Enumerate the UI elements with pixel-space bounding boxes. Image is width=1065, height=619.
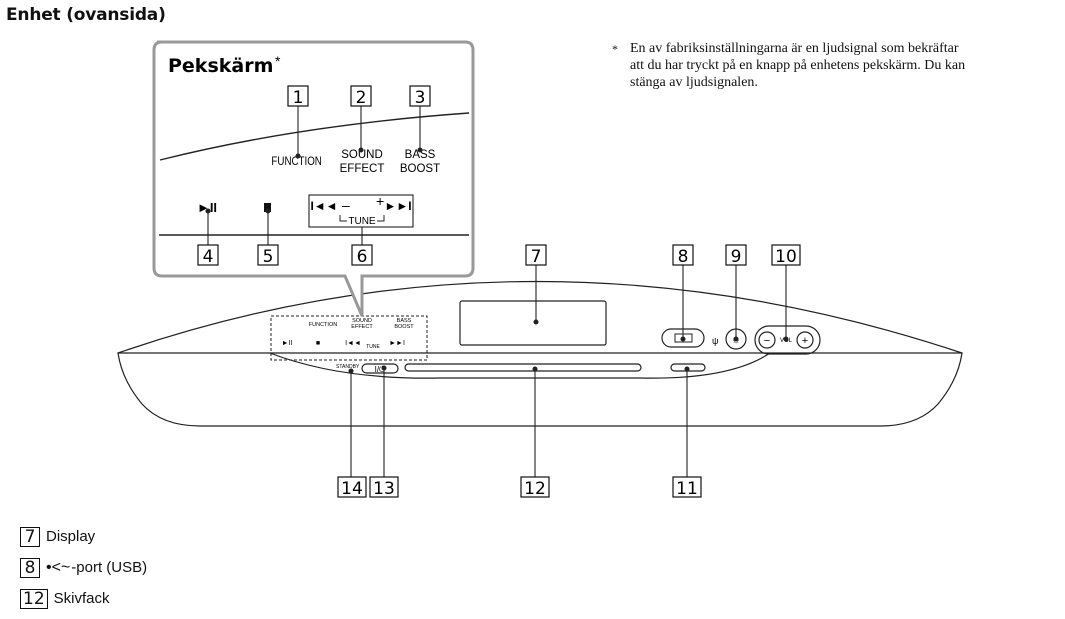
device-touch-panel [270,315,428,361]
svg-text:11: 11 [676,479,698,499]
inset-next-icon[interactable]: ►►I [384,199,411,213]
svg-text:4: 4 [203,247,214,267]
callout-8: 8 [672,244,694,267]
svg-text:6: 6 [357,247,368,267]
callout-9: 9 [725,244,747,267]
callout-boxes: 1 2 3 4 5 6 7 8 9 10 11 12 13 14 [197,85,801,499]
callout-2: 2 [350,85,372,108]
disc-slot[interactable] [404,363,642,372]
inset-tune-bracket [339,215,385,222]
legend-number: 8 [20,557,40,578]
minus-icon: − [764,335,770,347]
power-button[interactable] [361,363,399,374]
section-title: Enhet (ovansida) [6,5,166,25]
volume-plus-button[interactable] [796,331,814,349]
device-top-diagram: I/⏻ STANDBY FUNCTION SOUND EFFECT BASS B… [117,40,963,499]
inset-prev-icon[interactable]: I◄◄ [310,199,337,213]
legend-item-disc-slot: 12 Skivfack [20,583,147,614]
callout-5: 5 [257,244,279,267]
device-function-label: FUNCTION [309,322,337,328]
callout-14: 14 [337,476,367,499]
inset-bass-label: BASS [405,149,436,161]
callout-1: 1 [287,85,309,108]
legend: 7 Display 8 •<~ -port (USB) 12 Skivfack [20,521,147,614]
footnote-mark: * [612,42,618,56]
device-next-icon[interactable]: ►►I [389,340,405,347]
svg-text:7: 7 [531,247,542,267]
svg-text:9: 9 [731,247,742,267]
inset-frame [152,40,475,317]
legend-number: 12 [20,588,48,609]
usb-symbol-icon: ψ [712,336,718,346]
callout-6: 6 [351,244,373,267]
device-sound-label: SOUND [352,318,372,324]
inset-sound-label: SOUND [341,149,383,161]
inset-function-label: FUNCTION [271,155,321,168]
device-bass-label: BASS [397,318,412,324]
legend-label: Skivfack [53,590,110,607]
inset-tune-label: TUNE [348,216,376,227]
svg-text:14: 14 [341,479,363,499]
device-play-pause-icon[interactable]: ►II [282,340,293,347]
legend-item-display: 7 Display [20,521,147,552]
inset-stop-icon[interactable] [264,203,271,212]
usb-icon: •<~ [46,558,71,576]
legend-number: 7 [20,526,40,547]
power-symbol: I/⏻ [375,365,386,374]
svg-text:12: 12 [524,479,546,499]
inset-tune-box [308,194,414,228]
footnote: * En av fabriksinställningarna är en lju… [612,40,972,91]
device-body [117,280,963,427]
footnote-text: En av fabriksinställningarna är en ljuds… [630,41,966,90]
legend-label: Display [46,528,96,545]
inset-title-mark: * [275,53,281,69]
leader-lines [205,105,789,477]
inset-title: Pekskärm [168,55,273,77]
volume-housing [754,325,821,355]
legend-label: -port (USB) [71,559,148,576]
svg-text:3: 3 [415,88,426,108]
plus-icon: + [802,335,808,347]
device-top-edge [117,280,963,354]
device-tune-label: TUNE [366,344,380,350]
inset-effect-label: EFFECT [340,163,385,175]
callout-10: 10 [771,244,801,267]
device-outer-shell [117,352,963,427]
svg-text:1: 1 [293,88,304,108]
svg-text:10: 10 [775,247,797,267]
svg-text:8: 8 [678,247,689,267]
svg-text:2: 2 [356,88,367,108]
standby-label: STANDBY [336,364,360,370]
device-prev-icon[interactable]: I◄◄ [345,340,361,347]
svg-text:5: 5 [263,247,274,267]
callout-3: 3 [409,85,431,108]
inset-curve [159,112,470,161]
legend-item-usb: 8 •<~ -port (USB) [20,552,147,583]
inset-boost-label: BOOST [400,163,440,175]
callout-11: 11 [672,476,702,499]
svg-text:13: 13 [373,479,395,499]
volume-minus-button[interactable] [758,331,776,349]
device-stop-icon[interactable]: ■ [316,340,320,347]
inset-plus-label: + [376,193,384,209]
device-boost-label: BOOST [394,324,414,330]
device-effect-label: EFFECT [351,324,373,330]
inset-minus-label: – [342,197,350,213]
device-inner-recess [269,352,771,379]
callout-4: 4 [197,244,219,267]
callout-13: 13 [369,476,399,499]
inset-play-pause-icon[interactable]: ►II [197,200,217,215]
callout-7: 7 [525,244,547,267]
callout-12: 12 [520,476,550,499]
display-window [459,300,607,346]
